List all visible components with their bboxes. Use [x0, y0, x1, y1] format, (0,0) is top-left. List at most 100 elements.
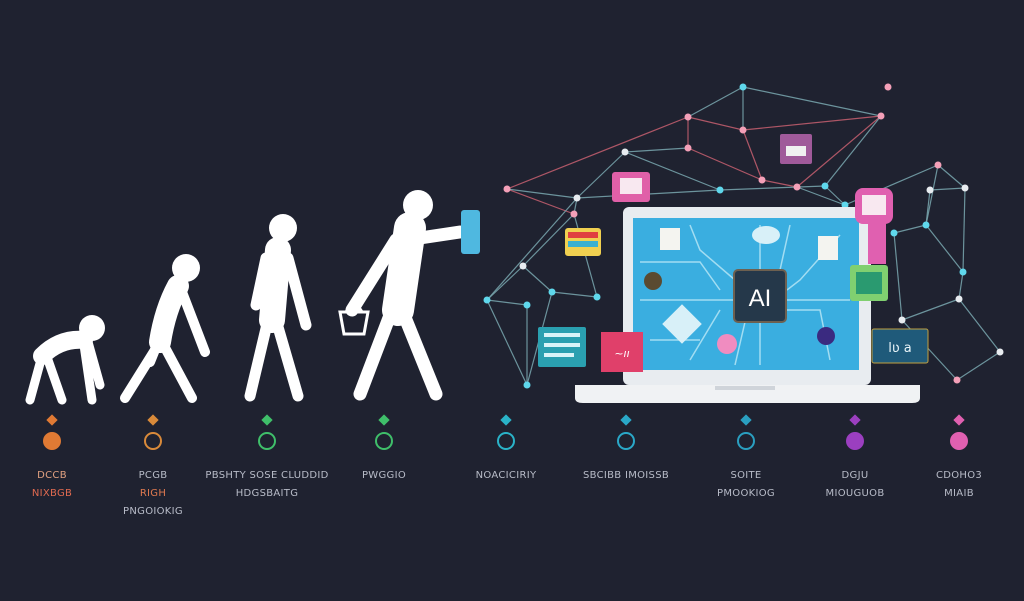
network-edge — [522, 265, 553, 293]
timeline-marker — [849, 414, 861, 426]
flower-icon — [717, 334, 737, 354]
smartphone-icon — [461, 210, 480, 254]
document-icon — [818, 236, 838, 260]
network-edge — [925, 224, 964, 273]
stage-icon[interactable] — [737, 432, 755, 450]
brand-card-icon — [601, 332, 643, 372]
stage-icon[interactable] — [497, 432, 515, 450]
network-edge — [796, 115, 882, 188]
stage-icon[interactable] — [617, 432, 635, 450]
network-edge — [486, 299, 528, 306]
network-edge — [761, 179, 798, 188]
network-edge — [506, 188, 578, 199]
badge-icon — [644, 272, 662, 290]
ai-chip — [733, 269, 787, 323]
stage-label-line: HDGSBAITG — [235, 488, 299, 499]
stage-label: PWGGIO — [304, 467, 464, 485]
timeline-marker — [620, 414, 632, 426]
stage-label-line: MIOUGUOB — [825, 488, 885, 499]
timeline-marker — [147, 414, 159, 426]
network-edge — [576, 151, 626, 199]
early-human-silhouette — [120, 254, 210, 403]
stage-label: PBSHTY SOSE CLUDDID HDGSBAITG — [187, 467, 347, 503]
ai-chip-label: AI — [749, 285, 772, 312]
network-edge — [687, 86, 744, 118]
stage-icon[interactable] — [950, 432, 968, 450]
stage-label-line: PMOOKIOG — [717, 488, 775, 499]
stage-label-line: NOACICIRIY — [475, 470, 537, 481]
network-edge — [893, 224, 927, 234]
cloud-icon — [752, 226, 780, 244]
stage-icon[interactable] — [258, 432, 276, 450]
network-edge — [796, 186, 846, 206]
network-edge — [506, 188, 575, 215]
network-node — [953, 376, 961, 384]
stage-icon[interactable] — [144, 432, 162, 450]
ape-silhouette — [25, 315, 105, 405]
stage-label-line: RIGH — [139, 488, 167, 499]
network-edge — [962, 187, 966, 273]
network-edge — [893, 232, 903, 321]
stage-label-line: SBCIBB IMOISSB — [582, 470, 670, 481]
network-edge — [958, 271, 964, 300]
stage-icon[interactable] — [846, 432, 864, 450]
network-edge — [624, 151, 721, 191]
code-card-icon — [871, 328, 929, 364]
stage-label-line: DGJU — [841, 470, 869, 481]
network-node — [961, 184, 969, 192]
network-edge — [824, 115, 882, 187]
circuit-lines — [640, 224, 850, 366]
network-edge — [506, 116, 689, 190]
timeline-marker — [261, 414, 273, 426]
network-node — [884, 83, 892, 91]
svg-text:~ıı: ~ıı — [614, 347, 629, 360]
network-node — [934, 161, 942, 169]
stage-label-line: PNGOIOKIG — [123, 506, 183, 517]
network-edge — [719, 185, 826, 191]
network-edge — [486, 265, 524, 301]
network-edge — [486, 299, 528, 386]
timeline-marker — [46, 414, 58, 426]
network-node — [955, 295, 963, 303]
network-node — [503, 185, 511, 193]
network-edge — [522, 213, 575, 267]
stage-icon[interactable] — [375, 432, 393, 450]
homo-erectus-silhouette — [244, 214, 312, 402]
network-node — [821, 182, 829, 190]
network-node — [877, 112, 885, 120]
floating-cards: ~ıı lʋ a — [538, 134, 929, 372]
stage-label-line: PWGGIO — [361, 470, 407, 481]
network-node — [739, 83, 747, 91]
network-node — [519, 262, 527, 270]
stage-label-line: PBSHTY SOSE CLUDDID — [205, 470, 329, 481]
network-node — [922, 221, 930, 229]
timeline-marker — [378, 414, 390, 426]
network-edge — [956, 351, 1001, 381]
network-node — [793, 183, 801, 191]
network-node — [483, 296, 491, 304]
stage-label-line: SOITE — [730, 470, 762, 481]
network-edge — [742, 86, 882, 117]
network-edge — [824, 185, 846, 206]
laptop-base — [575, 385, 920, 403]
network-node — [758, 176, 766, 184]
laptop: AI — [575, 207, 920, 403]
network-node — [523, 301, 531, 309]
network-node — [996, 348, 1004, 356]
stage-label-line: MIAIB — [944, 488, 974, 499]
network-edge — [742, 129, 763, 181]
network-node — [523, 381, 531, 389]
stage-label-line: PCGB — [138, 470, 168, 481]
network-edge — [687, 147, 763, 181]
network-node — [573, 194, 581, 202]
stage-icon[interactable] — [43, 432, 61, 450]
network-node — [716, 186, 724, 194]
network-node — [684, 113, 692, 121]
network-edge — [958, 298, 1001, 353]
network-edge — [742, 115, 882, 131]
stage-label: NOACICIRIY — [426, 467, 586, 485]
network-node — [548, 288, 556, 296]
network-node — [926, 186, 934, 194]
